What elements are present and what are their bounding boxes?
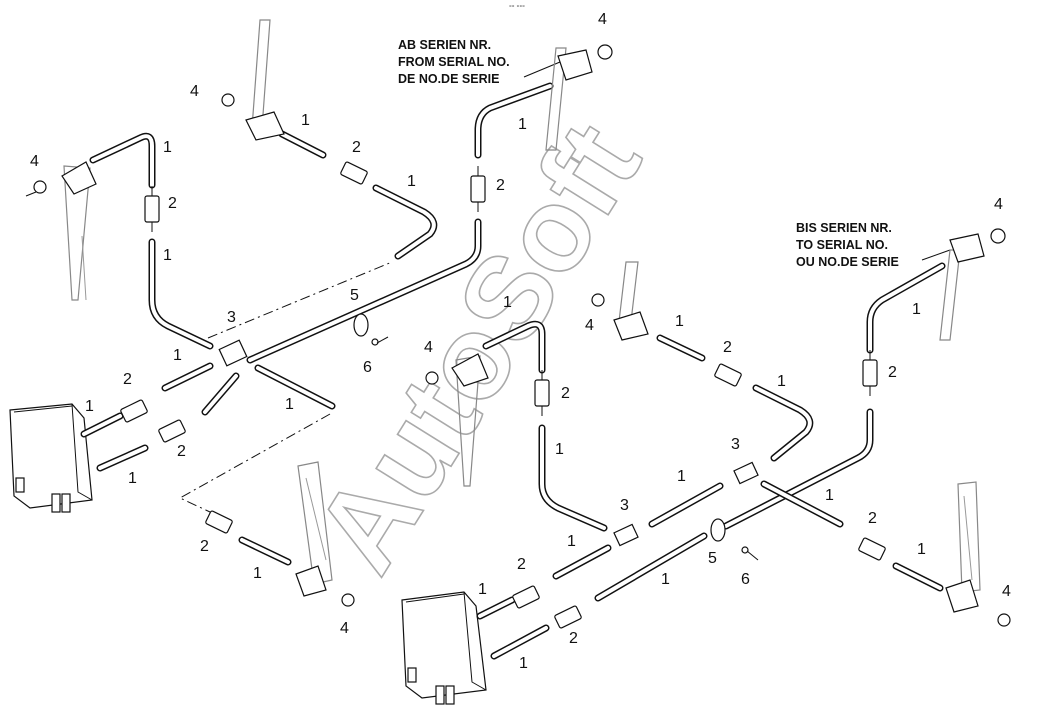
callout: 2	[352, 139, 361, 156]
callout: 1	[555, 441, 564, 458]
callout: 1	[825, 487, 834, 504]
callout: 4	[994, 196, 1003, 213]
callout: 1	[173, 347, 182, 364]
callout: 1	[253, 565, 262, 582]
callout: 5	[350, 287, 359, 304]
callout: 4	[585, 317, 594, 334]
callout: 4	[340, 620, 349, 637]
note-to-serial-line2: TO SERIAL NO.	[796, 238, 888, 252]
wiper-arm-left-3	[295, 461, 355, 607]
callout: 1	[503, 294, 512, 311]
wiper-arm-left-2	[221, 19, 285, 141]
callout: 2	[723, 339, 732, 356]
callout: 4	[1002, 583, 1011, 600]
callout: 1	[917, 541, 926, 558]
assembly-left: 4 4 1 2 1 2 1 4 1 2 1 3 5 6 1 2 1 2 1 1 …	[9, 11, 613, 637]
callout: 1	[407, 173, 416, 190]
callout: 3	[731, 436, 740, 453]
callout: 1	[677, 468, 686, 485]
callout: 2	[868, 510, 877, 527]
callout: 1	[163, 247, 172, 264]
wiper-arm-right-4	[945, 481, 1011, 627]
callout: 2	[200, 538, 209, 555]
callout: 1	[567, 533, 576, 550]
callout: 2	[569, 630, 578, 647]
note-from-serial-line1: AB SERIEN NR.	[398, 38, 491, 52]
callout: 1	[661, 571, 670, 588]
washer-reservoir-right	[401, 591, 487, 705]
inline-filters-left	[120, 161, 486, 534]
callout: 1	[85, 398, 94, 415]
callout: 4	[424, 339, 433, 356]
callout: 1	[519, 655, 528, 672]
callout: 2	[168, 195, 177, 212]
wiper-arm-right-2	[591, 261, 649, 341]
washer-reservoir-left	[9, 403, 93, 513]
callout: 2	[561, 385, 570, 402]
callout: 4	[598, 11, 607, 28]
callout: 1	[675, 313, 684, 330]
callout: 2	[177, 443, 186, 460]
callout: 3	[620, 497, 629, 514]
callout: 4	[190, 83, 199, 100]
note-to-serial-line3: OU NO.DE SERIE	[796, 255, 899, 269]
hoses-left	[80, 82, 554, 566]
callout: 1	[518, 116, 527, 133]
cross-connector-left	[218, 339, 248, 367]
callout: 4	[30, 153, 39, 170]
note-to-serial-line1: BIS SERIEN NR.	[796, 221, 892, 235]
note-from-serial-line2: FROM SERIAL NO.	[398, 55, 510, 69]
callout: 2	[496, 177, 505, 194]
callout: 1	[301, 112, 310, 129]
callout: 1	[478, 581, 487, 598]
note-from-serial-line3: DE NO.DE SERIE	[398, 72, 499, 86]
note-to-serial: BIS SERIEN NR. TO SERIAL NO. OU NO.DE SE…	[796, 221, 951, 269]
callout: 5	[708, 550, 717, 567]
inline-filters-right	[512, 350, 886, 629]
callout: 1	[777, 373, 786, 390]
callout: 2	[888, 364, 897, 381]
assembly-right: 4 1 1 4 4 1 2 1 2 2 1 3 1 3 1 2 1 5 6 1 …	[401, 196, 1011, 705]
hose-clamp-left	[353, 313, 389, 346]
callout: 1	[163, 139, 172, 156]
callout: 1	[285, 396, 294, 413]
nozzle-right-top	[545, 44, 613, 151]
callout: 2	[517, 556, 526, 573]
callout: 6	[363, 359, 372, 376]
hose-clamp-right	[710, 518, 759, 561]
wiper-arm-right-3	[939, 228, 1006, 341]
note-from-serial: AB SERIEN NR. FROM SERIAL NO. DE NO.DE S…	[398, 38, 561, 86]
hoses-right	[476, 262, 946, 660]
callout: 3	[227, 309, 236, 326]
callout: 1	[128, 470, 137, 487]
wiper-arm-right-1	[425, 353, 489, 487]
callout: 2	[123, 371, 132, 388]
header-mark: °° °°°	[509, 4, 525, 12]
tee-connectors-right	[613, 461, 759, 547]
callout: 6	[741, 571, 750, 588]
wiper-arm-left-1	[25, 161, 97, 301]
callout: 1	[912, 301, 921, 318]
